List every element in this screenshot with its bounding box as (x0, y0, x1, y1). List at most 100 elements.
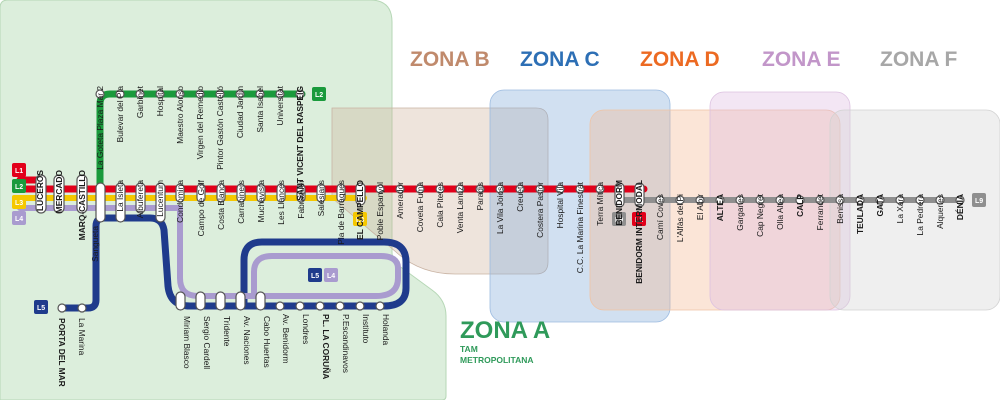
stop-virgen-remedio[interactable] (195, 89, 205, 99)
label-mercado: MERCADO (54, 170, 64, 214)
stop-amerador[interactable] (395, 184, 405, 194)
stop-pill-benidorm-intermodal[interactable] (634, 182, 645, 208)
stop-pill-les-llances[interactable] (276, 183, 286, 203)
stop-pill-costa-blanca[interactable] (216, 183, 226, 203)
badge-l3-end[interactable]: L3 (353, 212, 367, 226)
stop-pill-carrabiners[interactable] (236, 183, 246, 203)
stop-ferrandet[interactable] (815, 195, 825, 205)
stop-garbinet[interactable] (135, 89, 145, 99)
stop-bulevar-pla[interactable] (115, 89, 125, 99)
stop-pill-cabo-huertas[interactable] (255, 291, 266, 311)
stop-santa-isabel[interactable] (255, 89, 265, 99)
stop-pill-campo-golf[interactable] (196, 183, 206, 203)
stop-cap-negret[interactable] (755, 195, 765, 205)
stop-olla-altea[interactable] (775, 195, 785, 205)
stop-pill-condomina[interactable] (175, 183, 185, 203)
stop-pill-av-naciones[interactable] (235, 291, 246, 311)
badge-l5-loop[interactable]: L5 (308, 268, 322, 282)
stop-cami-coves[interactable] (655, 195, 665, 205)
badge-l1-benidorm[interactable]: L1 (632, 212, 646, 226)
stop-pill-muchavista[interactable] (256, 183, 266, 203)
stop-av-benidorm[interactable] (275, 301, 285, 311)
label-sangueta: Sangueta (90, 226, 100, 262)
badge-l5-left[interactable]: L5 (34, 300, 48, 314)
label-sergio-cardell: Sergio Cardell (202, 316, 212, 369)
stop-teulada[interactable] (855, 195, 865, 205)
zone-d-area (589, 109, 841, 311)
stop-poble-espanyol[interactable] (375, 184, 385, 194)
stop-pill-luceros[interactable] (35, 174, 47, 214)
stop-creueta[interactable] (515, 184, 525, 194)
line-l4 (17, 205, 401, 299)
stop-holanda[interactable] (375, 301, 385, 311)
stop-pill-la-isleta[interactable] (115, 182, 126, 223)
stop-la-vila-joiosa[interactable] (495, 184, 505, 194)
badge-l2-left[interactable]: L2 (12, 179, 26, 193)
stop-venta-lanuza[interactable] (455, 184, 465, 194)
stop-costera-pastor[interactable] (535, 184, 545, 194)
stop-pill-el-campello[interactable] (355, 182, 366, 206)
stop-pill-tridente[interactable] (215, 291, 226, 311)
badge-l4-loop[interactable]: L4 (324, 268, 338, 282)
label-maestro-alonso: Maestro Alonso (175, 86, 185, 144)
svg-text:L1: L1 (15, 168, 23, 175)
stop-pill-albufereta[interactable] (135, 182, 146, 214)
stop-maestro-alonso[interactable] (175, 89, 185, 99)
stop-ciudad-jardin[interactable] (235, 89, 245, 99)
stop-la-xara[interactable] (895, 195, 905, 205)
stop-instituto[interactable] (355, 301, 365, 311)
label-benissa: Benissa (835, 194, 845, 224)
stop-p-escandinavos[interactable] (335, 301, 345, 311)
badge-l1-left[interactable]: L1 (12, 163, 26, 177)
stop-universitat[interactable] (275, 89, 285, 99)
badge-l2-end[interactable]: L2 (312, 87, 326, 101)
stop-benissa[interactable] (835, 195, 845, 205)
stop-denia[interactable] (955, 195, 965, 205)
stop-cala-piteres[interactable] (435, 184, 445, 194)
stop-garganes[interactable] (735, 195, 745, 205)
stop-pill-lucentum[interactable] (155, 182, 166, 223)
stop-la-goteta[interactable] (95, 89, 105, 99)
stop-coveta-fuma[interactable] (415, 184, 425, 194)
badge-l3-left[interactable]: L3 (12, 195, 26, 209)
stop-pill-salesians[interactable] (316, 183, 326, 203)
stop-hospital-vila[interactable] (555, 184, 565, 194)
badge-l9-benidorm[interactable]: L9 (612, 212, 626, 226)
svg-text:L9: L9 (615, 217, 623, 224)
stop-sant-vicent[interactable] (295, 89, 305, 99)
label-salesians: Salesians (316, 180, 326, 216)
stop-londres[interactable] (295, 301, 305, 311)
label-fabraquer: Fabraquer (296, 180, 306, 219)
label-pl-coruna: PL. LA CORUÑA (321, 314, 331, 379)
badge-l9-end[interactable]: L9 (972, 193, 986, 207)
stop-terra-mitica[interactable] (595, 184, 605, 194)
stop-alqueries[interactable] (935, 195, 945, 205)
stop-pintor-gaston[interactable] (215, 89, 225, 99)
stop-hospital[interactable] (155, 89, 165, 99)
stop-pill-sangueta[interactable] (95, 182, 106, 223)
station-labels-lower: Sangueta La Isleta Albufereta Lucentum M… (57, 180, 391, 387)
stop-la-pedrera[interactable] (915, 195, 925, 205)
stop-pill-mercado[interactable] (53, 174, 65, 214)
stop-pill-benidorm[interactable] (614, 182, 625, 208)
stop-paradis[interactable] (475, 184, 485, 194)
stop-lalfas-pi[interactable] (675, 195, 685, 205)
stop-gata[interactable] (875, 195, 885, 205)
label-coveta-fuma: Coveta Fumà (415, 182, 425, 233)
svg-text:L5: L5 (311, 273, 319, 280)
stop-pill-miriam-blasco[interactable] (175, 291, 186, 311)
badge-l4-left[interactable]: L4 (12, 211, 26, 225)
stop-pill-fabraquer[interactable] (296, 183, 306, 203)
stop-pill-sergio-cardell[interactable] (195, 291, 206, 311)
label-miriam-blasco: Miriam Blasco (182, 316, 192, 369)
label-gata: GATA (875, 194, 885, 216)
stop-cc-la-marina[interactable] (575, 184, 585, 194)
stop-altea[interactable] (715, 195, 725, 205)
stop-porta-del-mar[interactable] (57, 303, 67, 313)
stop-el-albir[interactable] (695, 195, 705, 205)
stop-pill-marq[interactable] (76, 174, 88, 214)
stop-pill-pla-barraques[interactable] (336, 183, 346, 203)
stop-la-marina[interactable] (77, 303, 87, 313)
stop-pl-coruna[interactable] (315, 301, 325, 311)
stop-calp[interactable] (795, 195, 805, 205)
